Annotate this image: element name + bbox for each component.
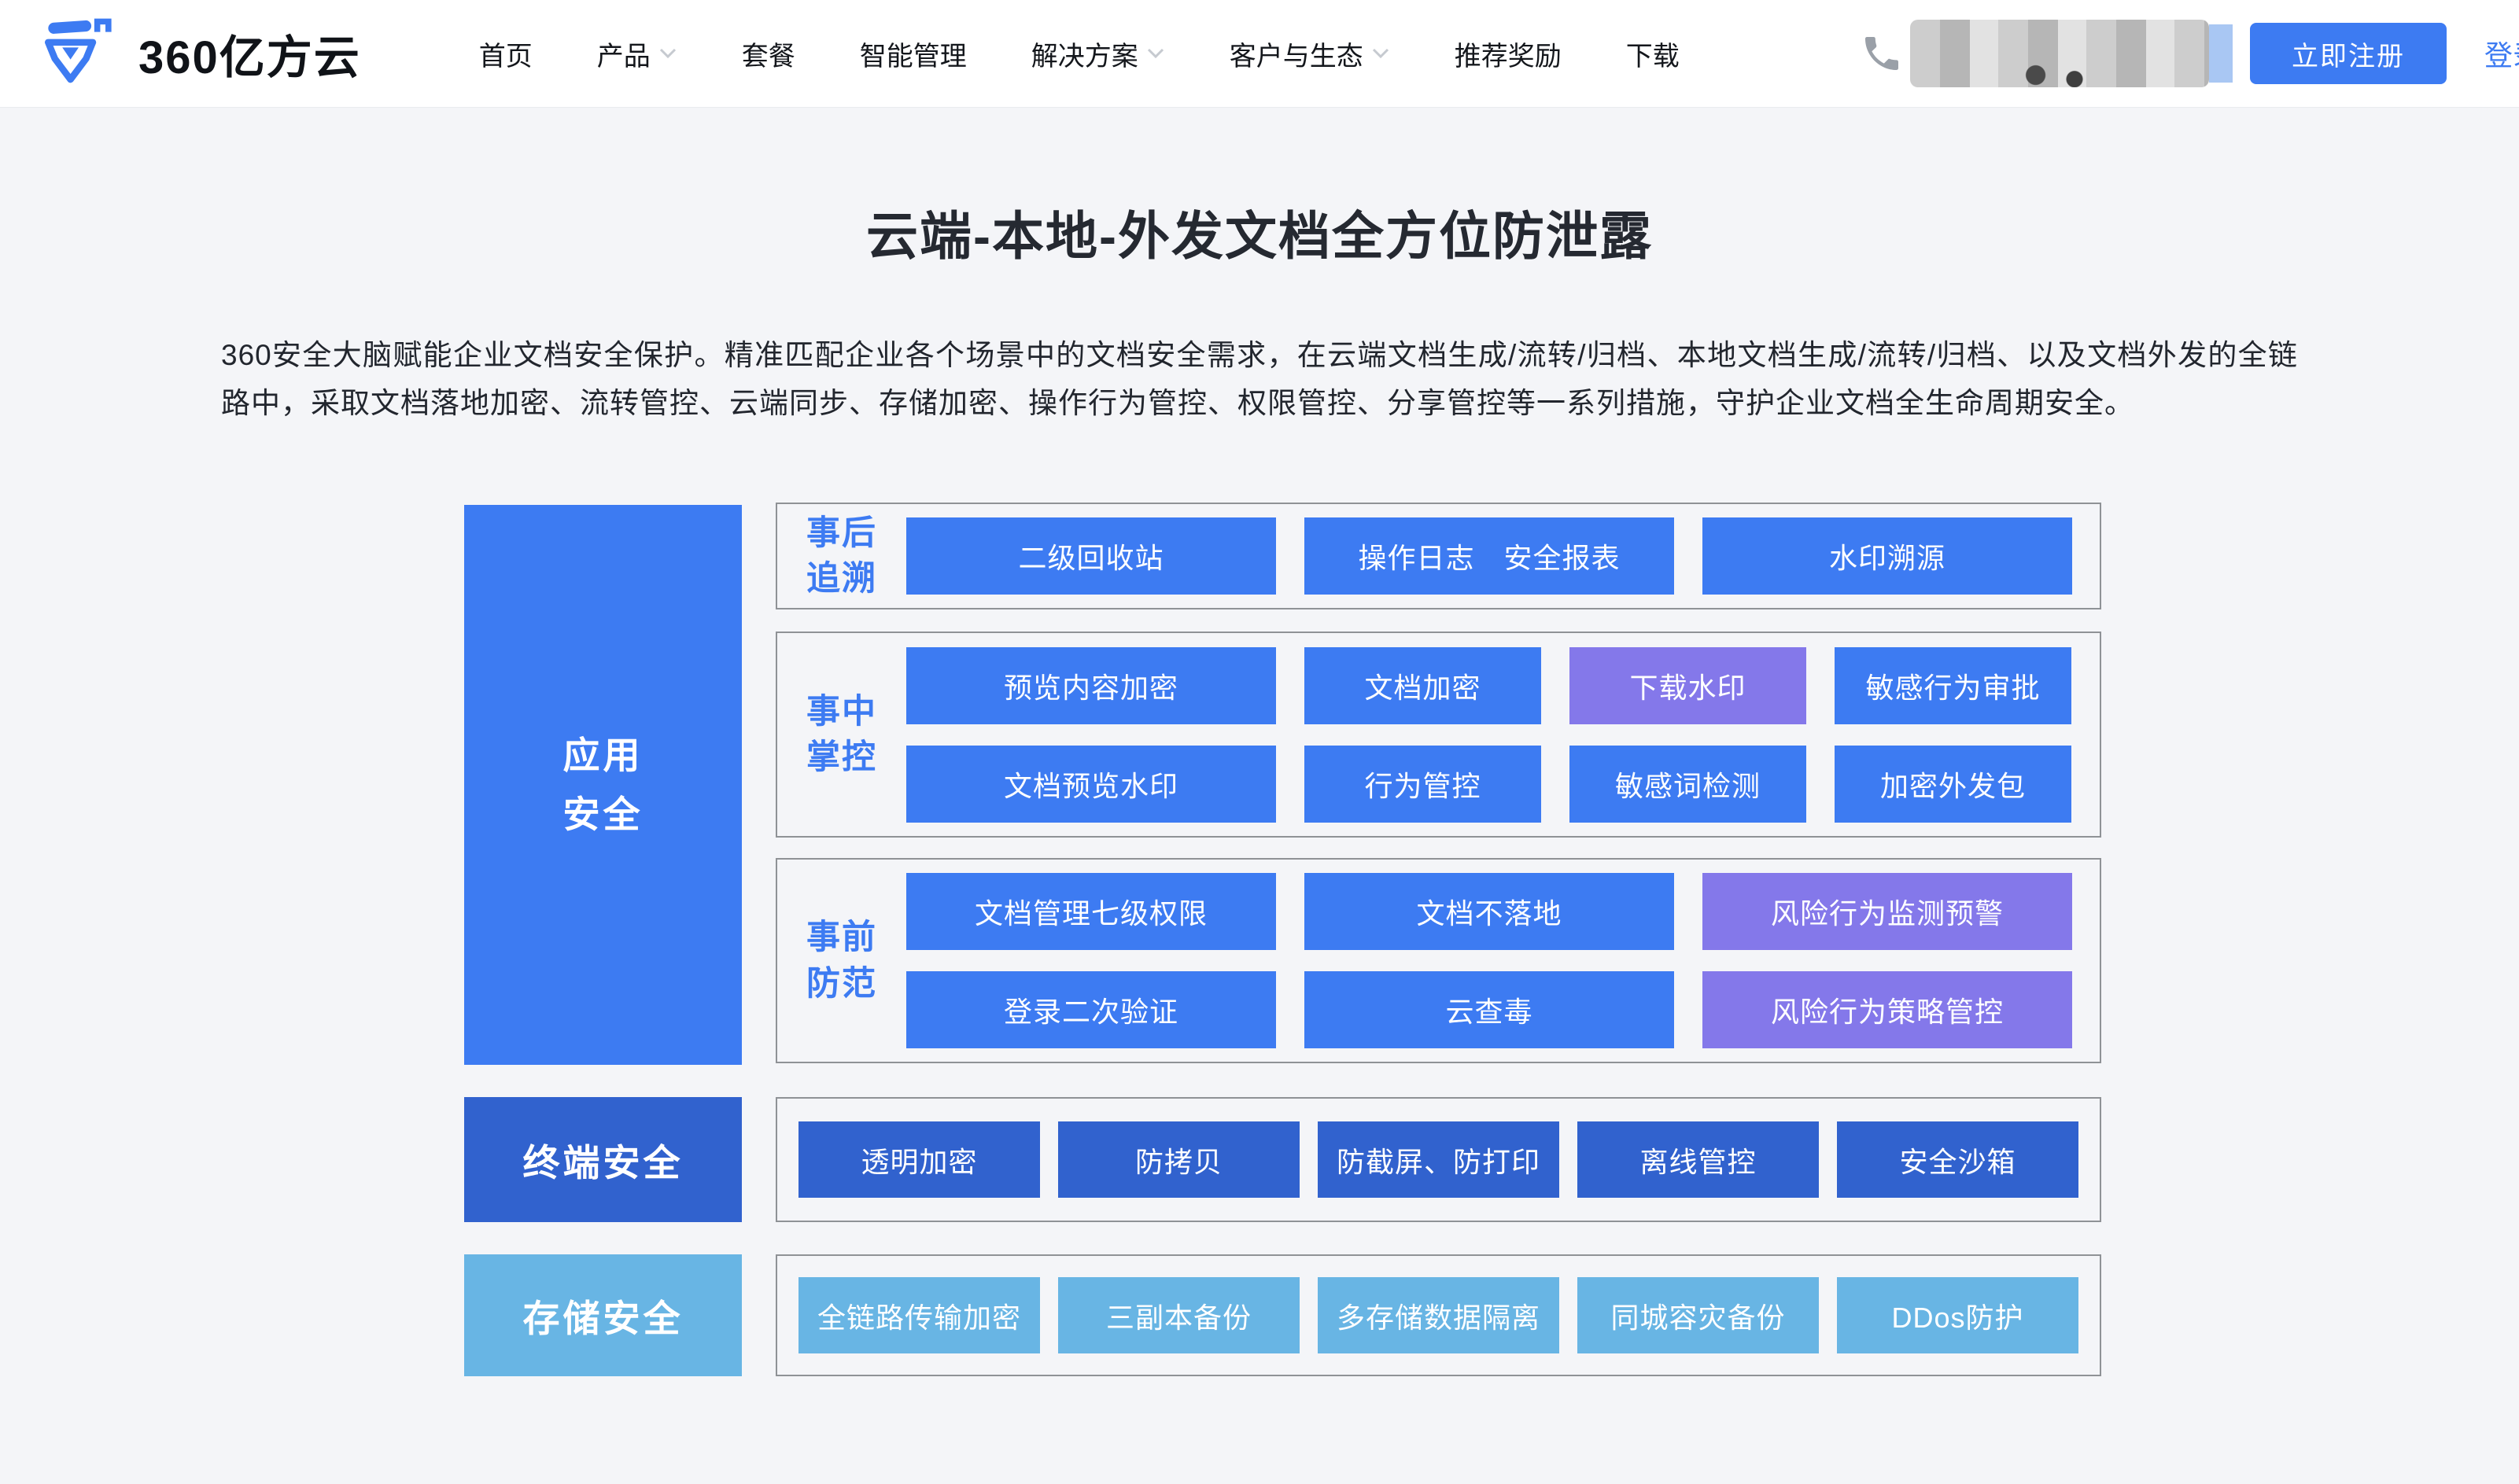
feature-chip: 风险行为监测预警 [1702, 873, 2072, 950]
nav-item-referral-rewards[interactable]: 推荐奖励 [1455, 35, 1562, 73]
nav-item-label: 解决方案 [1031, 41, 1138, 72]
group-label: 事中 掌控 [806, 692, 877, 776]
feature-chip: DDos防护 [1837, 1277, 2078, 1353]
feature-chip: 登录二次验证 [906, 971, 1276, 1048]
shield-pen-logo-icon [44, 18, 112, 83]
nav-item-solutions[interactable]: 解决方案 [1031, 35, 1165, 73]
nav-item-label: 智能管理 [859, 41, 967, 72]
feature-row: 全链路传输加密 三副本备份 多存储数据隔离 同城容灾备份 DDos防护 [798, 1277, 2078, 1353]
group-rows: 文档管理七级权限 文档不落地 风险行为监测预警 登录二次验证 云查毒 风险行为策… [906, 873, 2077, 1048]
nav-item-label: 首页 [478, 41, 533, 72]
nav-item-label: 推荐奖励 [1454, 41, 1562, 72]
feature-chip: 敏感行为审批 [1835, 646, 2071, 724]
feature-chip: 下载水印 [1569, 646, 1806, 724]
feature-chip: 文档预览水印 [906, 745, 1276, 823]
phone-icon [1865, 37, 1898, 70]
feature-row: 二级回收站 操作日志 安全报表 水印溯源 [906, 517, 2077, 595]
nav-item-label: 套餐 [741, 41, 795, 72]
feature-chip: 三副本备份 [1058, 1277, 1300, 1353]
feature-chip: 离线管控 [1577, 1121, 1819, 1198]
feature-chip: 全链路传输加密 [798, 1277, 1040, 1353]
top-navbar: 360亿方云 首页 产品 套餐 智能管理 解决方案 [0, 0, 2519, 108]
group-storage-security-features: 全链路传输加密 三副本备份 多存储数据隔离 同城容灾备份 DDos防护 [776, 1254, 2101, 1376]
feature-chip: 二级回收站 [906, 517, 1276, 595]
group-label: 事前 防范 [806, 919, 877, 1003]
feature-row: 预览内容加密 文档加密 下载水印 敏感行为审批 [906, 646, 2077, 724]
feature-row: 透明加密 防拷贝 防截屏、防打印 离线管控 安全沙箱 [798, 1121, 2078, 1198]
censored-phone-number [1910, 20, 2209, 87]
nav-item-products[interactable]: 产品 [597, 35, 677, 73]
feature-chip: 透明加密 [798, 1121, 1040, 1198]
feature-row: 登录二次验证 云查毒 风险行为策略管控 [906, 971, 2077, 1048]
feature-chip: 文档加密 [1304, 646, 1541, 724]
category-terminal-security: 终端安全 [464, 1097, 742, 1222]
feature-chip: 水印溯源 [1702, 517, 2072, 595]
feature-chip: 预览内容加密 [906, 646, 1276, 724]
feature-chip: 同城容灾备份 [1577, 1277, 1819, 1353]
category-storage-security: 存储安全 [464, 1254, 742, 1376]
nav-item-download[interactable]: 下载 [1626, 35, 1680, 73]
feature-chip: 云查毒 [1304, 971, 1674, 1048]
censored-phone-number-edge [2209, 24, 2233, 83]
group-rows: 预览内容加密 文档加密 下载水印 敏感行为审批 文档预览水印 行为管控 敏感词检… [906, 646, 2077, 823]
feature-chip: 文档不落地 [1304, 873, 1674, 950]
group-terminal-security-features: 透明加密 防拷贝 防截屏、防打印 离线管控 安全沙箱 [776, 1097, 2101, 1222]
feature-chip: 行为管控 [1304, 745, 1541, 823]
group-rows: 全链路传输加密 三副本备份 多存储数据隔离 同城容灾备份 DDos防护 [798, 1277, 2078, 1353]
nav-item-label: 下载 [1625, 41, 1680, 72]
feature-row: 文档管理七级权限 文档不落地 风险行为监测预警 [906, 873, 2077, 950]
register-button[interactable]: 立即注册 [2250, 23, 2447, 84]
feature-chip: 防拷贝 [1058, 1121, 1300, 1198]
group-post-event-tracing: 事后 追溯 二级回收站 操作日志 安全报表 水印溯源 [776, 503, 2101, 609]
chevron-down-icon [1146, 47, 1165, 60]
feature-chip: 敏感词检测 [1569, 745, 1806, 823]
group-rows: 二级回收站 操作日志 安全报表 水印溯源 [906, 517, 2077, 595]
nav-item-customers-ecosystem[interactable]: 客户与生态 [1230, 35, 1390, 73]
feature-chip: 风险行为策略管控 [1702, 971, 2072, 1048]
chevron-down-icon [658, 47, 677, 60]
group-rows: 透明加密 防拷贝 防截屏、防打印 离线管控 安全沙箱 [798, 1121, 2078, 1198]
feature-chip: 多存储数据隔离 [1318, 1277, 1559, 1353]
feature-row: 文档预览水印 行为管控 敏感词检测 加密外发包 [906, 745, 2077, 823]
group-in-process-control: 事中 掌控 预览内容加密 文档加密 下载水印 敏感行为审批 文档预览水印 行为管… [776, 632, 2101, 838]
page-description: 360安全大脑赋能企业文档安全保护。精准匹配企业各个场景中的文档安全需求，在云端… [221, 339, 2298, 419]
category-application-security: 应用 安全 [464, 505, 742, 1065]
login-link[interactable]: 登录 [2484, 39, 2519, 72]
feature-chip: 加密外发包 [1835, 745, 2071, 823]
logo-text: 360亿方云 [138, 32, 361, 83]
feature-chip: 防截屏、防打印 [1318, 1121, 1559, 1198]
nav-item-label: 客户与生态 [1229, 41, 1363, 72]
group-advance-prevention: 事前 防范 文档管理七级权限 文档不落地 风险行为监测预警 登录二次验证 云查毒… [776, 858, 2101, 1063]
page-title: 云端-本地-外发文档全方位防泄露 [866, 207, 1653, 265]
hero-section: 云端-本地-外发文档全方位防泄露 360安全大脑赋能企业文档安全保护。精准匹配企… [0, 108, 2519, 1484]
security-architecture-diagram: 应用 安全 终端安全 存储安全 事后 追溯 二级回收站 操作日志 安全报表 水印… [464, 503, 2101, 1379]
logo[interactable]: 360亿方云 [38, 13, 361, 94]
group-label: 事后 追溯 [806, 514, 877, 598]
nav-menu: 首页 产品 套餐 智能管理 解决方案 客户与生态 [479, 35, 1680, 73]
feature-chip: 安全沙箱 [1837, 1121, 2078, 1198]
nav-item-smart-management[interactable]: 智能管理 [860, 35, 967, 73]
nav-item-label: 产品 [596, 41, 651, 72]
feature-chip: 文档管理七级权限 [906, 873, 1276, 950]
feature-chip: 操作日志 安全报表 [1304, 517, 1674, 595]
nav-item-plans[interactable]: 套餐 [742, 35, 795, 73]
nav-item-home[interactable]: 首页 [479, 35, 533, 73]
chevron-down-icon [1371, 47, 1390, 60]
nav-right-cluster: 立即注册 登录 [1860, 20, 2519, 87]
